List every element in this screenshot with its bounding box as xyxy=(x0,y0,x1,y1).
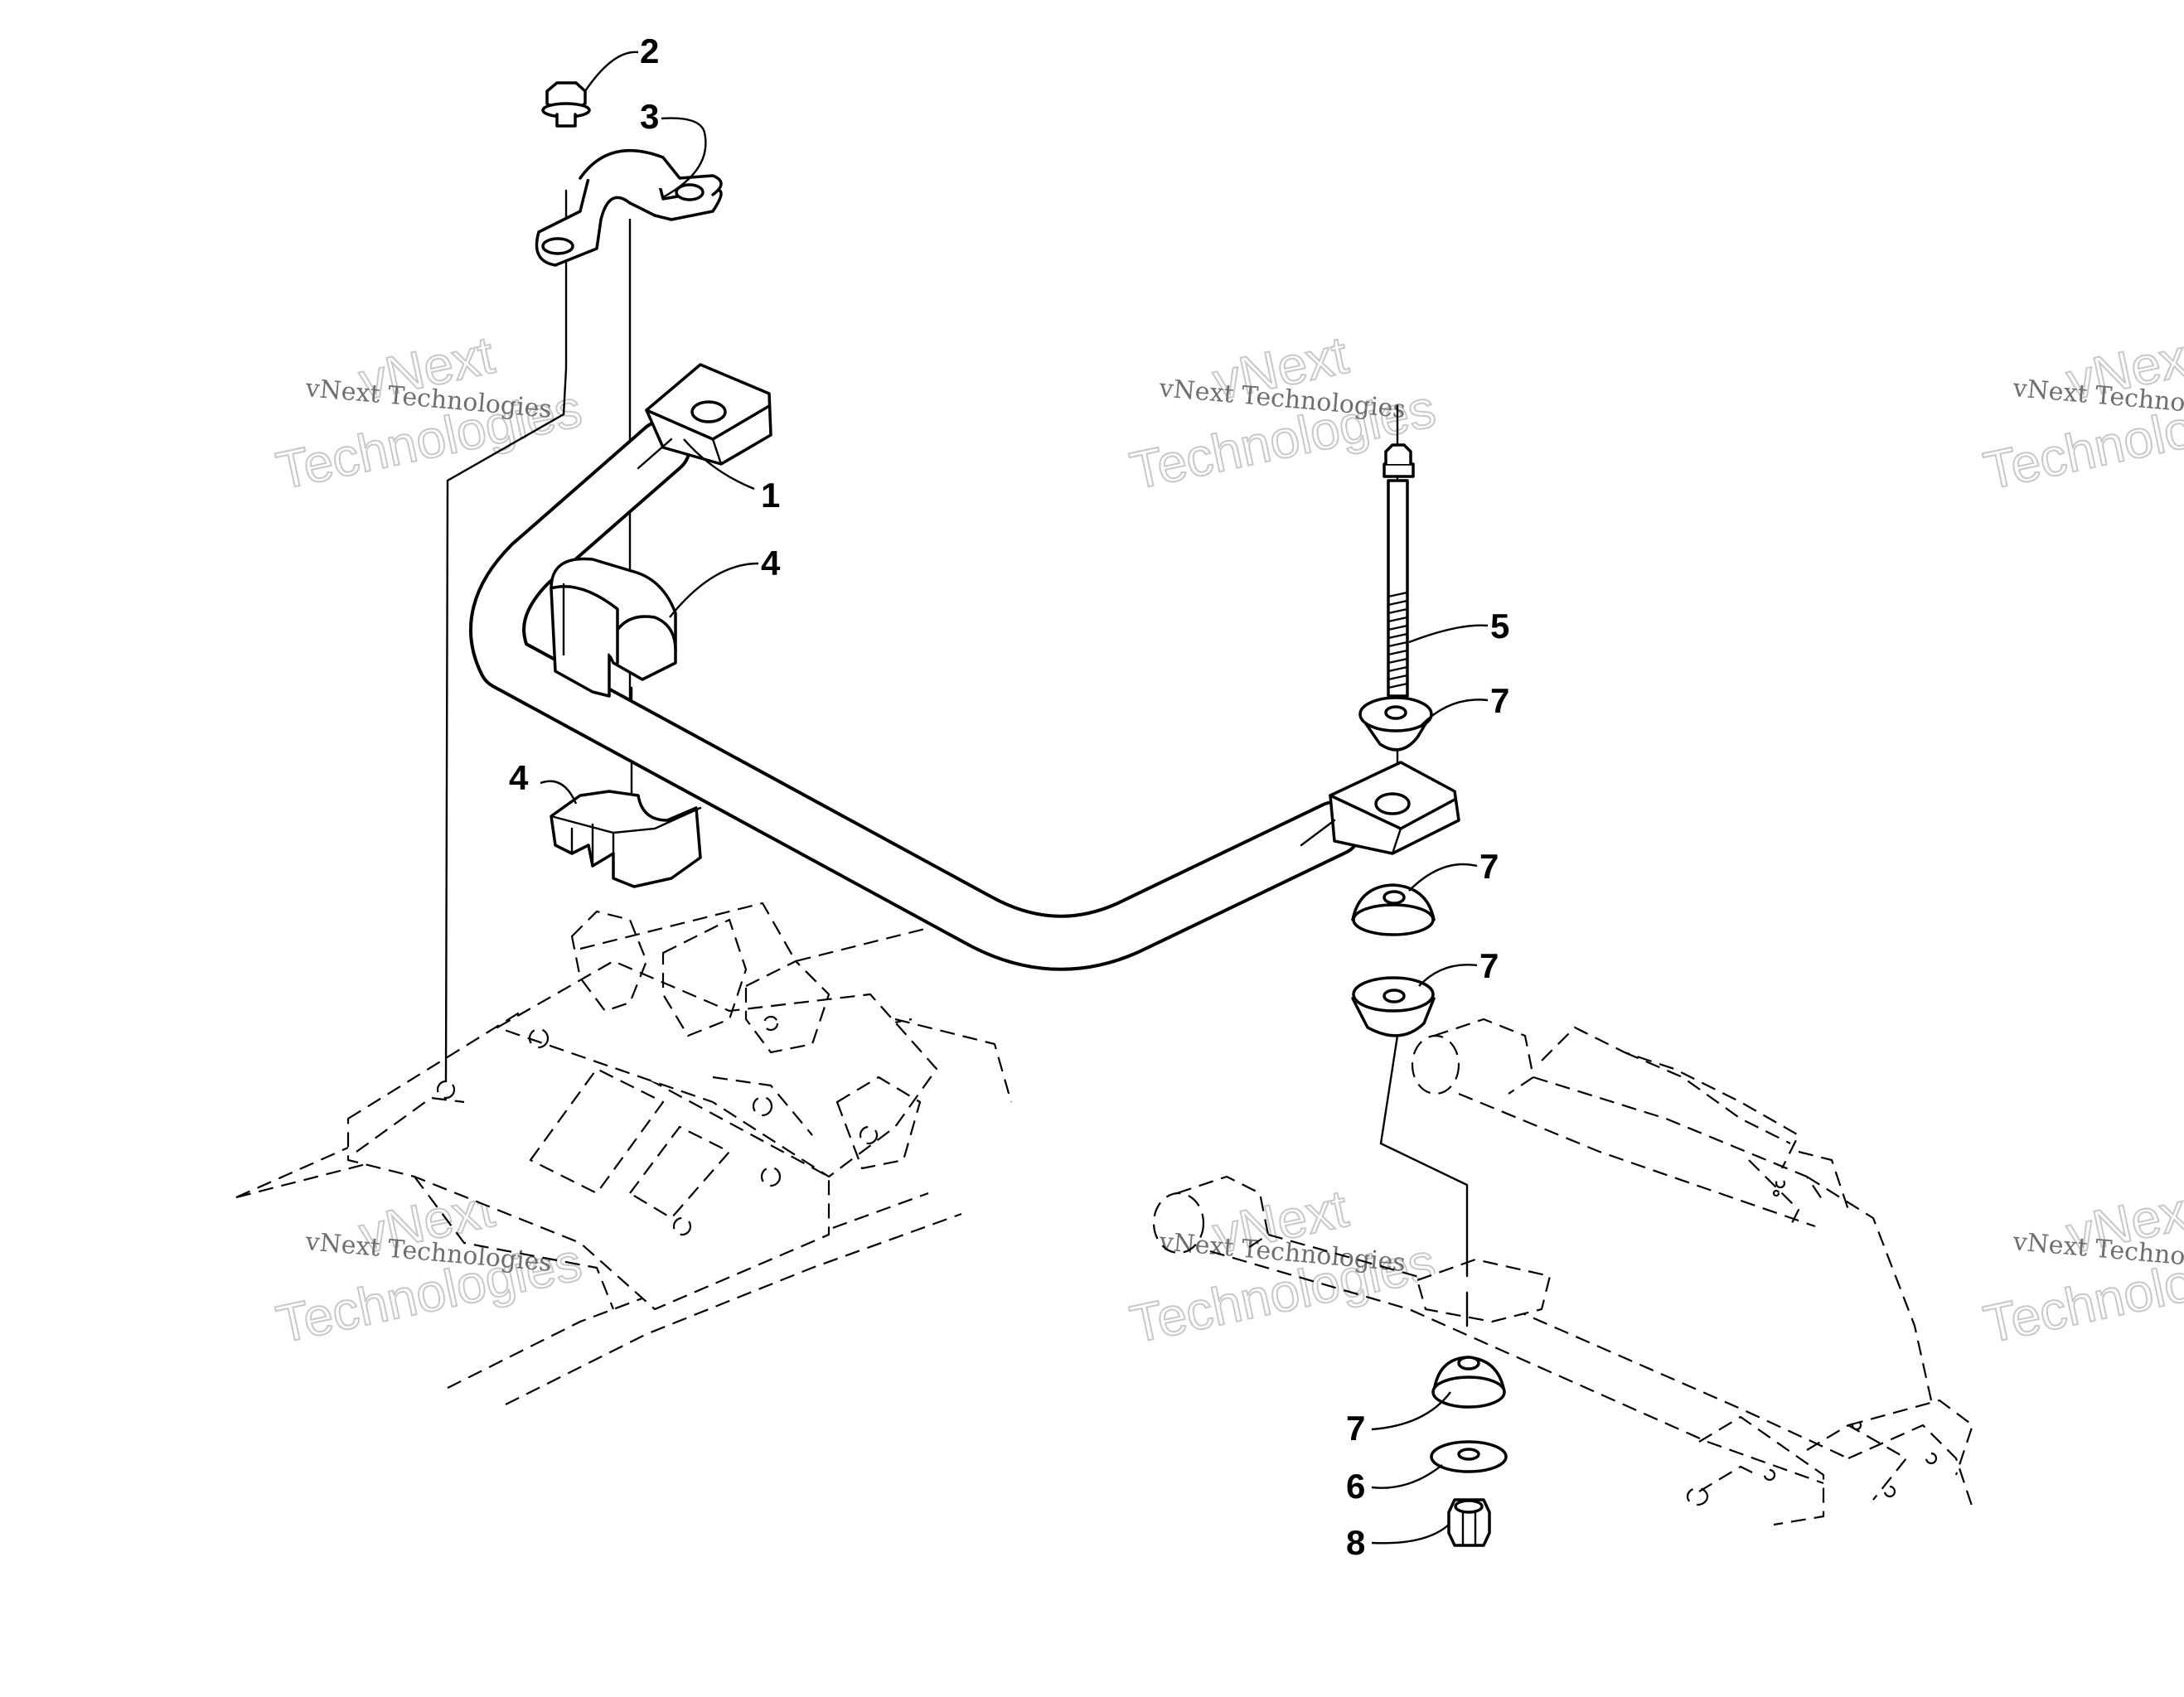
lock-nut xyxy=(1447,1498,1491,1547)
frame-a-arm-right xyxy=(1152,1018,1974,1526)
callout-7a: 7 xyxy=(1421,681,1509,726)
watermark-bottom-center: vNext Technologies vNext Technologies xyxy=(1124,1177,1441,1356)
callout-7d: 7 xyxy=(1346,1391,1451,1448)
callout-label: 1 xyxy=(761,476,780,515)
callout-label: 4 xyxy=(509,758,529,797)
callout-4-upper: 4 xyxy=(669,544,781,618)
grommet-2 xyxy=(1351,883,1436,936)
watermark-bottom-right: vNext Technologies vNext Technologies xyxy=(1978,1177,2184,1356)
washer xyxy=(1430,1440,1508,1473)
callout-label: 7 xyxy=(1490,681,1509,720)
watermark-top-right: vNext Technologies vNext Technologies xyxy=(1978,324,2184,502)
callout-7c: 7 xyxy=(1418,946,1499,987)
flange-bolt-small xyxy=(541,81,591,128)
callout-5: 5 xyxy=(1408,607,1509,645)
callout-label: 2 xyxy=(640,31,659,70)
flange-bolt-long xyxy=(1383,443,1415,698)
callout-label: 8 xyxy=(1346,1523,1365,1562)
callout-6: 6 xyxy=(1346,1464,1443,1506)
callout-label: 7 xyxy=(1479,847,1499,886)
callout-label: 3 xyxy=(640,97,659,136)
callout-label: 7 xyxy=(1479,946,1499,985)
sway-bar xyxy=(469,363,1460,971)
callout-label: 7 xyxy=(1346,1409,1365,1448)
callout-8: 8 xyxy=(1346,1523,1450,1562)
bolt-threads xyxy=(1387,591,1409,689)
callout-label: 6 xyxy=(1346,1467,1365,1506)
frame-crossmember-left xyxy=(235,902,1013,1405)
callout-label: 4 xyxy=(761,544,781,583)
bushing-lower xyxy=(550,790,702,888)
bushing-upper xyxy=(550,557,677,698)
grommet-1 xyxy=(1358,696,1433,752)
callout-label: 5 xyxy=(1490,607,1509,645)
grommet-3 xyxy=(1351,976,1436,1037)
callout-4-lower: 4 xyxy=(509,758,578,805)
watermark-top-left: vNext Technologies vNext Technologies xyxy=(270,324,587,502)
callout-1: 1 xyxy=(683,438,780,515)
grommet-4 xyxy=(1431,1356,1506,1409)
callout-7b: 7 xyxy=(1408,847,1499,892)
callout-3: 3 xyxy=(640,97,707,199)
callout-2: 2 xyxy=(584,31,659,92)
clamp-bracket xyxy=(535,148,723,267)
